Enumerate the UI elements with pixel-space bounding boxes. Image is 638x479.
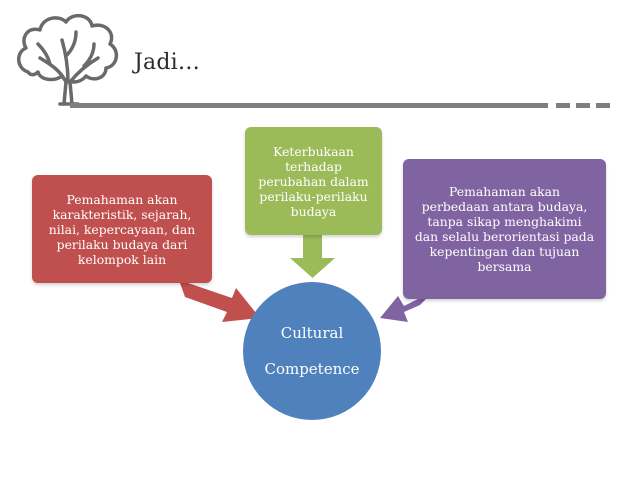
box-line: terhadap	[285, 158, 342, 174]
circle-line-2: Competence	[264, 360, 360, 378]
title-divider	[70, 103, 610, 108]
box-line: karakteristik, sejarah,	[52, 206, 192, 222]
box-line: Pemahaman akan	[66, 191, 178, 207]
box-text: Pemahaman akan karakteristik, sejarah, n…	[49, 192, 195, 267]
box-text: Keterbukaan terhadap perubahan dalam per…	[258, 144, 368, 219]
circle-line-1: Cultural	[280, 324, 344, 342]
box-line: perilaku-perilaku	[259, 188, 368, 204]
competence-box-difference: Pemahaman akan perbedaan antara budaya, …	[403, 159, 606, 299]
arrow-right	[380, 296, 426, 322]
box-line: dan selalu berorientasi pada	[414, 229, 595, 244]
box-line: kepentingan dan tujuan	[429, 244, 580, 259]
box-line: budaya	[290, 203, 337, 219]
box-text: Pemahaman akan perbedaan antara budaya, …	[415, 184, 594, 274]
box-line: nilai, kepercayaan, dan	[48, 221, 196, 237]
tree-icon	[17, 13, 119, 106]
slide-title: Jadi…	[134, 50, 201, 75]
box-line: perubahan dalam	[258, 173, 369, 189]
cultural-competence-circle: Cultural Competence	[243, 282, 381, 420]
box-line: kelompok lain	[77, 251, 167, 267]
competence-box-knowledge: Pemahaman akan karakteristik, sejarah, n…	[32, 175, 212, 283]
box-line: Pemahaman akan	[449, 184, 560, 199]
box-line: Keterbukaan	[273, 143, 354, 159]
box-line: tanpa sikap menghakimi	[427, 214, 582, 229]
arrow-left	[180, 283, 260, 322]
box-line: perilaku budaya dari	[56, 236, 188, 252]
box-line: bersama	[477, 259, 532, 274]
arrow-top	[290, 235, 335, 278]
competence-box-openness: Keterbukaan terhadap perubahan dalam per…	[245, 127, 382, 235]
box-line: perbedaan antara budaya,	[421, 199, 588, 214]
